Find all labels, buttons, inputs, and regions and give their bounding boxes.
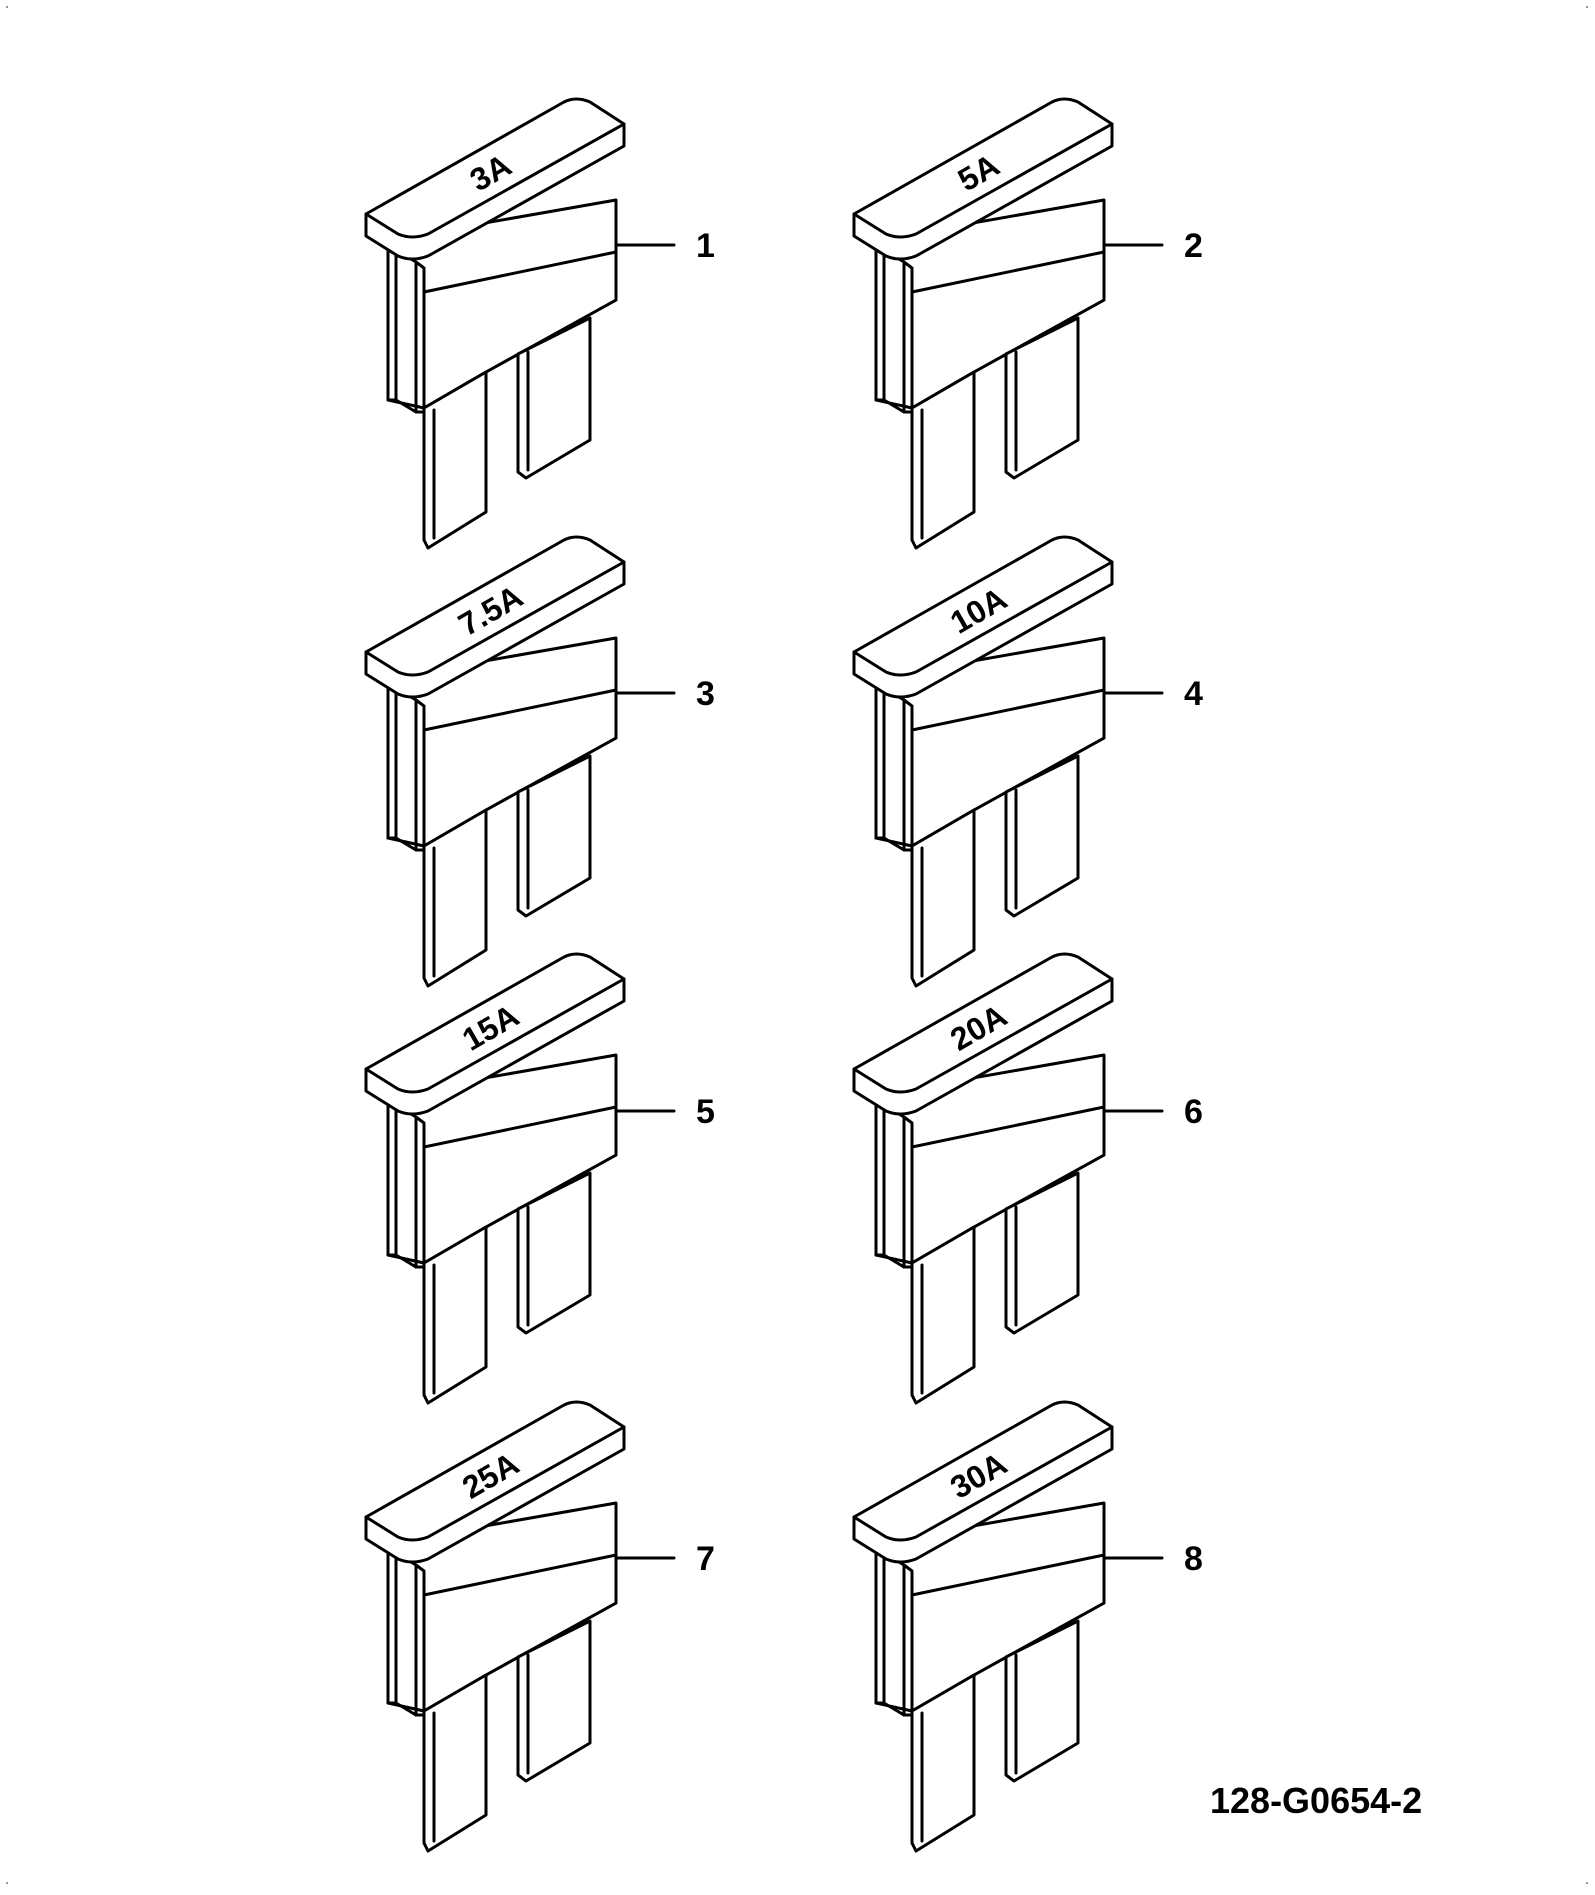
fuse-cap <box>852 952 1114 1116</box>
fuse-blade-left <box>910 808 976 988</box>
fuse: 5A <box>852 97 1114 550</box>
fuse: 25A <box>364 1400 626 1853</box>
fuse-blade-right <box>1004 316 1080 480</box>
fuse-cap <box>852 535 1114 699</box>
callout-number: 6 <box>1184 1093 1203 1131</box>
fuse-edge <box>386 398 426 410</box>
corner-mark <box>6 1882 8 1884</box>
fuse: 3A <box>364 97 626 550</box>
fuse-cap <box>364 952 626 1116</box>
callout-number: 8 <box>1184 1540 1203 1578</box>
fuse: 10A <box>852 535 1114 988</box>
fuse-cap-edge <box>852 1425 1114 1542</box>
fuse-edge <box>386 1701 426 1713</box>
fuse-cap-edge <box>852 122 1114 239</box>
fuse-cap <box>364 535 626 699</box>
fuse-cap <box>852 1400 1114 1564</box>
fuse-cap <box>364 1400 626 1564</box>
fuse-blade-left <box>910 1673 976 1853</box>
fuse: 7.5A <box>364 535 626 988</box>
fuse-cap-edge <box>364 560 626 677</box>
fuse-cap-edge <box>852 560 1114 677</box>
fuse-blade-right <box>516 754 592 918</box>
fuse-cap-edge <box>852 977 1114 1094</box>
fuse-blade-right <box>516 316 592 480</box>
fuse-edge <box>386 836 426 848</box>
fuse-cap-edge <box>364 977 626 1094</box>
callout-number: 4 <box>1184 675 1203 713</box>
callout-number: 1 <box>696 227 715 265</box>
fuse-cap-edge <box>364 122 626 239</box>
callout-number: 2 <box>1184 227 1203 265</box>
corner-mark <box>1586 1882 1588 1884</box>
fuse-blade-right <box>1004 1171 1080 1335</box>
fuse-cap <box>852 97 1114 261</box>
callout-number: 7 <box>696 1540 715 1578</box>
drawing-number: 128-G0654-2 <box>1210 1780 1423 1821</box>
fuse-blade-right <box>1004 1619 1080 1783</box>
fuse-blade-left <box>422 370 488 550</box>
fuse-side <box>882 248 906 414</box>
fuse-side <box>882 1103 906 1269</box>
fuse-cap <box>364 97 626 261</box>
fuse-side <box>394 686 418 852</box>
corner-mark <box>6 6 8 8</box>
fuse-side <box>394 248 418 414</box>
fuse-cap-edge <box>364 1425 626 1542</box>
fuse-blade-left <box>422 1225 488 1405</box>
fuse-blade-right <box>516 1619 592 1783</box>
fuse: 15A <box>364 952 626 1405</box>
fuse-blade-left <box>422 808 488 988</box>
fuse-edge <box>874 836 914 848</box>
fuse-edge <box>874 398 914 410</box>
fuse-blade-left <box>422 1673 488 1853</box>
fuse-side <box>394 1103 418 1269</box>
fuse-edge <box>386 1253 426 1265</box>
corner-mark <box>1586 6 1588 8</box>
fuse-edge <box>874 1701 914 1713</box>
fuse: 30A <box>852 1400 1114 1853</box>
callout-number: 5 <box>696 1093 715 1131</box>
fuse: 20A <box>852 952 1114 1405</box>
fuse-blade-right <box>516 1171 592 1335</box>
fuse-edge <box>874 1253 914 1265</box>
callout-number: 3 <box>696 675 715 713</box>
fuse-side <box>394 1551 418 1717</box>
fuse-blade-right <box>1004 754 1080 918</box>
fuse-blade-left <box>910 370 976 550</box>
fuse-side <box>882 1551 906 1717</box>
fuse-side <box>882 686 906 852</box>
fuse-blade-left <box>910 1225 976 1405</box>
